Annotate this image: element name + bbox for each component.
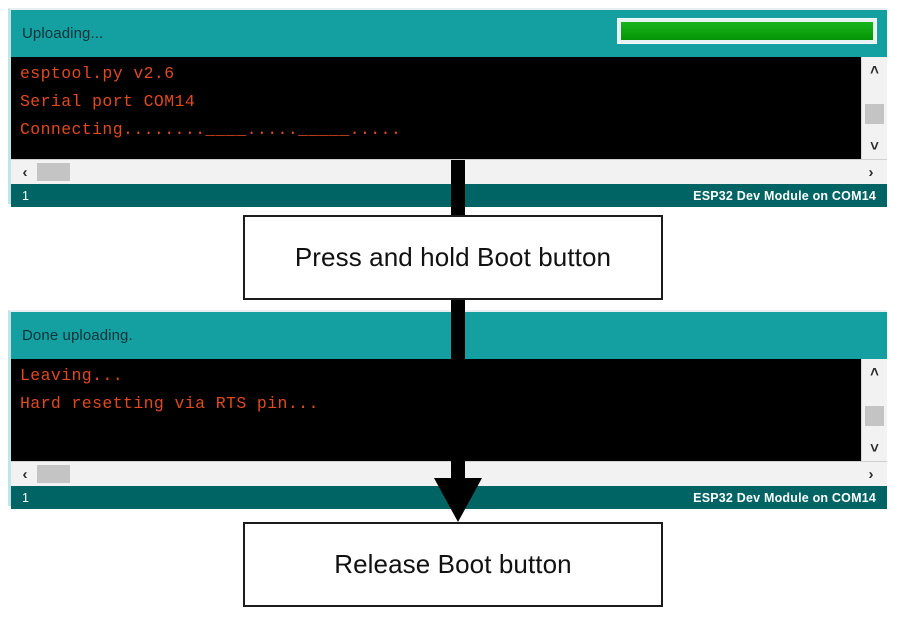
- callout-release-boot-label: Release Boot button: [334, 549, 572, 579]
- chevron-right-icon[interactable]: ›: [868, 163, 874, 181]
- arrow-head-icon: [434, 478, 482, 522]
- console-vertical-scrollbar-done[interactable]: ˄ ˅: [861, 359, 887, 461]
- chevron-up-icon[interactable]: ˄: [870, 61, 879, 79]
- upload-progress-fill: [621, 22, 873, 40]
- horizontal-scrollbar-thumb[interactable]: [37, 163, 70, 181]
- upload-progress-bar: [617, 18, 877, 44]
- arrow-stem-lower: [451, 299, 465, 481]
- chevron-down-icon[interactable]: ˅: [870, 439, 879, 457]
- callout-release-boot: Release Boot button: [243, 522, 663, 607]
- console-horizontal-scrollbar[interactable]: ‹ ›: [11, 159, 887, 184]
- horizontal-scrollbar-thumb-done[interactable]: [37, 465, 70, 483]
- chevron-up-icon[interactable]: ˄: [870, 363, 879, 381]
- ide-status-bar: 1 ESP32 Dev Module on COM14: [11, 184, 887, 207]
- board-port-indicator-done: ESP32 Dev Module on COM14: [693, 490, 876, 505]
- ide-header-bar-done: Done uploading.: [11, 312, 887, 359]
- line-number-indicator-done: 1: [22, 490, 29, 505]
- vertical-scrollbar-thumb[interactable]: [865, 104, 884, 124]
- callout-press-hold-boot-label: Press and hold Boot button: [294, 242, 612, 272]
- chevron-left-icon[interactable]: ‹: [22, 163, 28, 181]
- ide-header-bar: Uploading...: [11, 10, 887, 57]
- vertical-scrollbar-thumb-done[interactable]: [865, 406, 884, 426]
- arduino-ide-panel-done: Done uploading. Leaving... Hard resettin…: [8, 310, 887, 509]
- line-number-indicator: 1: [22, 188, 29, 203]
- upload-status-message: Uploading...: [22, 25, 104, 42]
- arrow-stem-upper: [451, 160, 465, 216]
- chevron-right-icon[interactable]: ›: [868, 465, 874, 483]
- board-port-indicator: ESP32 Dev Module on COM14: [693, 188, 876, 203]
- console-output-text: esptool.py v2.6 Serial port COM14 Connec…: [20, 64, 402, 139]
- console-output-area-done[interactable]: Leaving... Hard resetting via RTS pin...…: [11, 359, 887, 461]
- arduino-ide-panel-uploading: Uploading... esptool.py v2.6 Serial port…: [8, 8, 887, 207]
- chevron-down-icon[interactable]: ˅: [870, 137, 879, 155]
- chevron-left-icon[interactable]: ‹: [22, 465, 28, 483]
- callout-press-hold-boot: Press and hold Boot button: [243, 215, 663, 300]
- console-output-text-done: Leaving... Hard resetting via RTS pin...: [20, 366, 319, 413]
- done-status-message: Done uploading.: [22, 327, 133, 344]
- console-output-area[interactable]: esptool.py v2.6 Serial port COM14 Connec…: [11, 57, 887, 159]
- console-vertical-scrollbar[interactable]: ˄ ˅: [861, 57, 887, 159]
